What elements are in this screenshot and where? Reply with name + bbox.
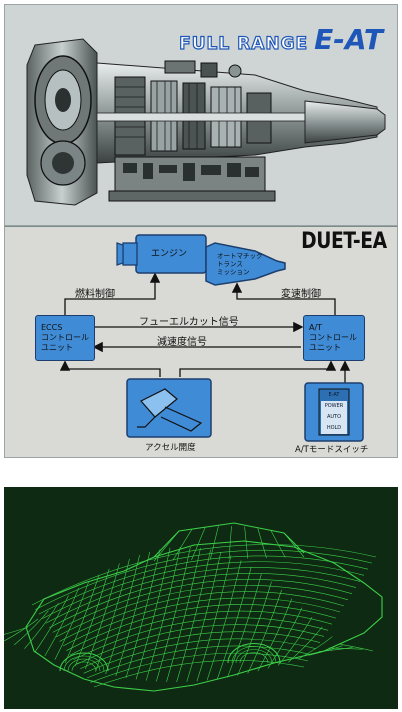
at-unit-label-line1: A/T bbox=[309, 323, 323, 332]
mode-switch-labels: E-AT POWER AUTO HOLD bbox=[321, 390, 347, 434]
diagram-title: DUET-EA bbox=[301, 229, 387, 254]
at-unit-label-line3: ユニット bbox=[309, 343, 341, 352]
accelerator-caption: アクセル開度 bbox=[145, 443, 196, 453]
eccs-label: ECCS コントロール ユニット bbox=[41, 323, 89, 353]
transmission-cutaway-panel: FULL RANGE E-AT bbox=[4, 4, 398, 226]
eccs-control-unit bbox=[35, 315, 95, 361]
car-body-wireframe-panel bbox=[4, 487, 398, 709]
fuel-cut-signal-label: フューエルカット信号 bbox=[139, 317, 239, 328]
brand-name: E-AT bbox=[314, 23, 383, 56]
at-unit-label-line2: コントロール bbox=[309, 333, 357, 342]
fuel-control-label: 燃料制御 bbox=[75, 289, 115, 300]
eccs-label-line2: コントロール bbox=[41, 333, 89, 342]
decel-signal-label: 減速度信号 bbox=[157, 337, 207, 348]
eccs-label-line1: ECCS bbox=[41, 323, 63, 332]
mode-switch-eat: E-AT bbox=[328, 392, 340, 398]
transmission-label-line1: オートマチック bbox=[217, 252, 263, 260]
mode-switch-caption: A/Tモードスイッチ bbox=[295, 445, 369, 455]
transmission-cutaway-illustration bbox=[26, 38, 386, 206]
engine-label: エンジン bbox=[151, 249, 188, 259]
shift-control-label: 変速制御 bbox=[281, 289, 321, 300]
brand-logo: FULL RANGE E-AT bbox=[179, 23, 383, 56]
mode-switch-power: POWER bbox=[321, 401, 347, 412]
mode-switch-hold: HOLD bbox=[321, 423, 347, 434]
duet-ea-diagram-panel: DUET-EA bbox=[4, 226, 398, 458]
eccs-label-line3: ユニット bbox=[41, 343, 73, 352]
at-control-unit bbox=[303, 315, 365, 361]
mode-switch-auto: AUTO bbox=[321, 412, 347, 423]
car-body-wireframe bbox=[4, 522, 383, 692]
transmission-label-line3: ミッション bbox=[217, 268, 250, 276]
at-unit-label: A/T コントロール ユニット bbox=[309, 323, 357, 353]
diagram-arrows bbox=[59, 234, 364, 442]
brand-prefix: FULL RANGE bbox=[179, 33, 309, 54]
transmission-label: オートマチック トランス ミッション bbox=[217, 252, 263, 276]
transmission-label-line2: トランス bbox=[217, 260, 243, 268]
